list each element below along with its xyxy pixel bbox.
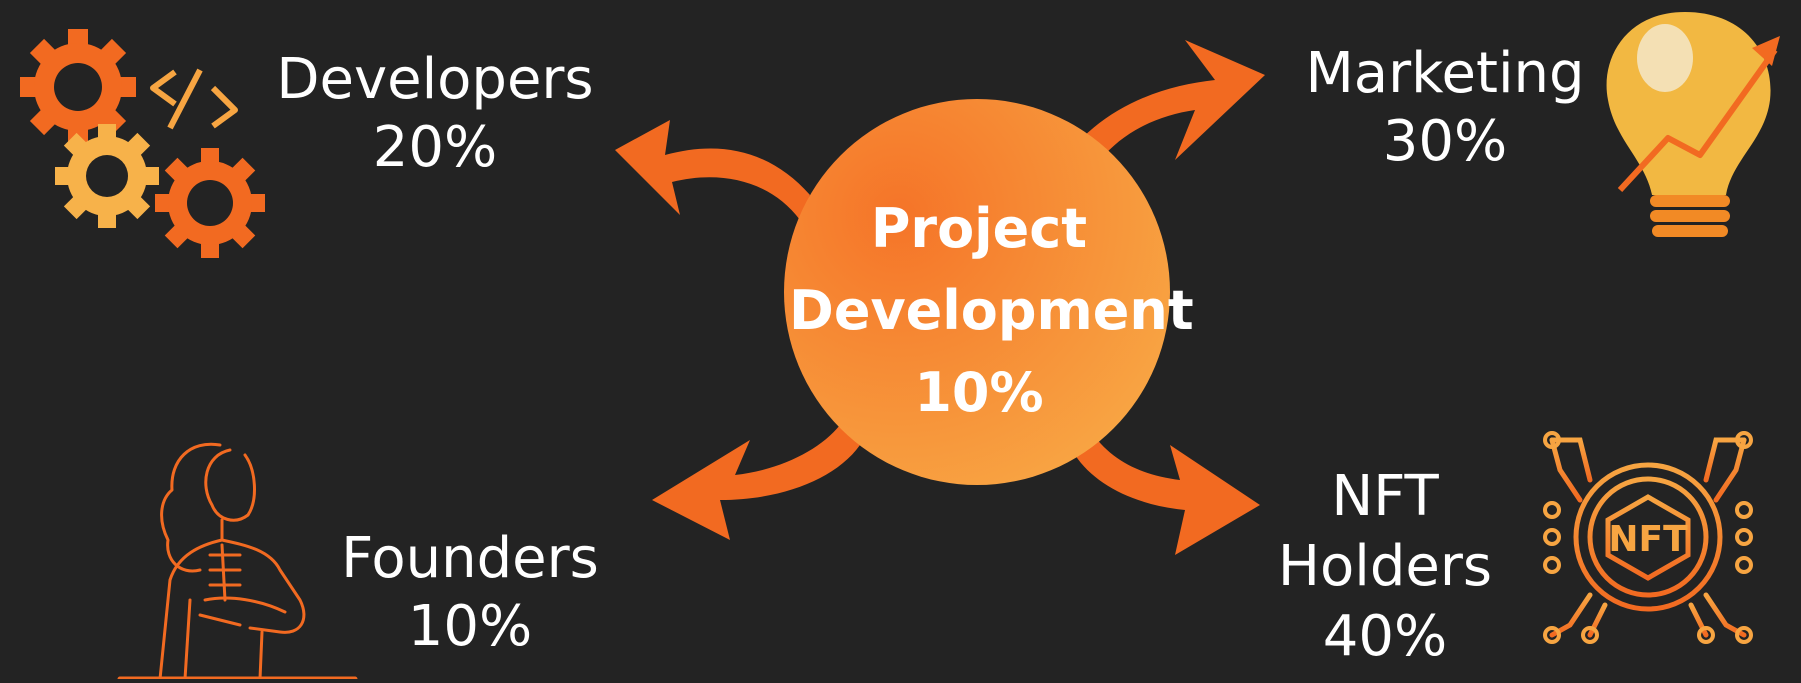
nft-holders-label: NFT Holders 40% xyxy=(1270,462,1500,672)
founder-woman-icon xyxy=(117,442,358,682)
marketing-value: 30% xyxy=(1382,109,1508,174)
marketing-label: Marketing 30% xyxy=(1290,40,1600,176)
center-line-1: Project xyxy=(870,197,1088,260)
lightbulb-growth-icon xyxy=(1606,12,1780,237)
center-line-2: Development xyxy=(789,279,1194,342)
marketing-name: Marketing xyxy=(1305,41,1585,106)
nft-holders-name-line-2: Holders xyxy=(1277,534,1493,599)
nft-chip-icon: NFT xyxy=(1543,431,1753,644)
founders-name: Founders xyxy=(341,526,599,591)
gears-code-icon xyxy=(20,29,265,258)
nft-badge-text: NFT xyxy=(1608,519,1688,560)
center-circle xyxy=(784,99,1170,485)
arrow-developers xyxy=(615,120,810,220)
center-label: Project Development 10% xyxy=(789,188,1194,434)
nft-holders-value: 40% xyxy=(1322,604,1448,669)
founders-value: 10% xyxy=(407,594,533,659)
developers-name: Developers xyxy=(276,47,594,112)
arrow-founders xyxy=(652,425,860,540)
founders-label: Founders 10% xyxy=(325,525,615,661)
developers-value: 20% xyxy=(372,115,498,180)
arrow-marketing xyxy=(1080,40,1265,160)
center-line-3: 10% xyxy=(914,361,1044,424)
arrow-nft-holders xyxy=(1075,430,1260,555)
developers-label: Developers 20% xyxy=(275,46,595,182)
nft-holders-name-line-1: NFT xyxy=(1331,464,1439,529)
